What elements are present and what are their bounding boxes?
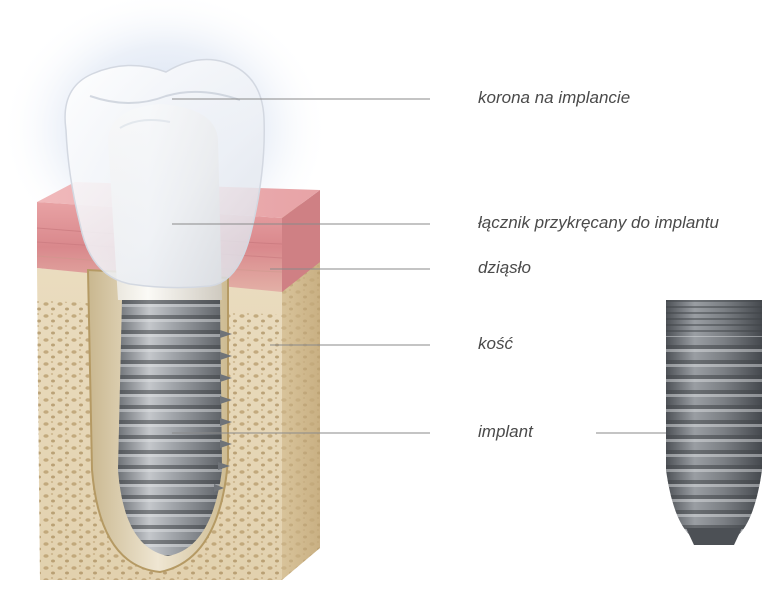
crown bbox=[65, 60, 264, 288]
label-bone: kość bbox=[478, 334, 513, 354]
label-implant: implant bbox=[478, 422, 533, 442]
label-crown: korona na implancie bbox=[478, 88, 630, 108]
label-gum: dziąsło bbox=[478, 258, 531, 278]
label-abutment: łącznik przykręcany do implantu bbox=[478, 213, 719, 233]
standalone-implant bbox=[666, 300, 762, 545]
